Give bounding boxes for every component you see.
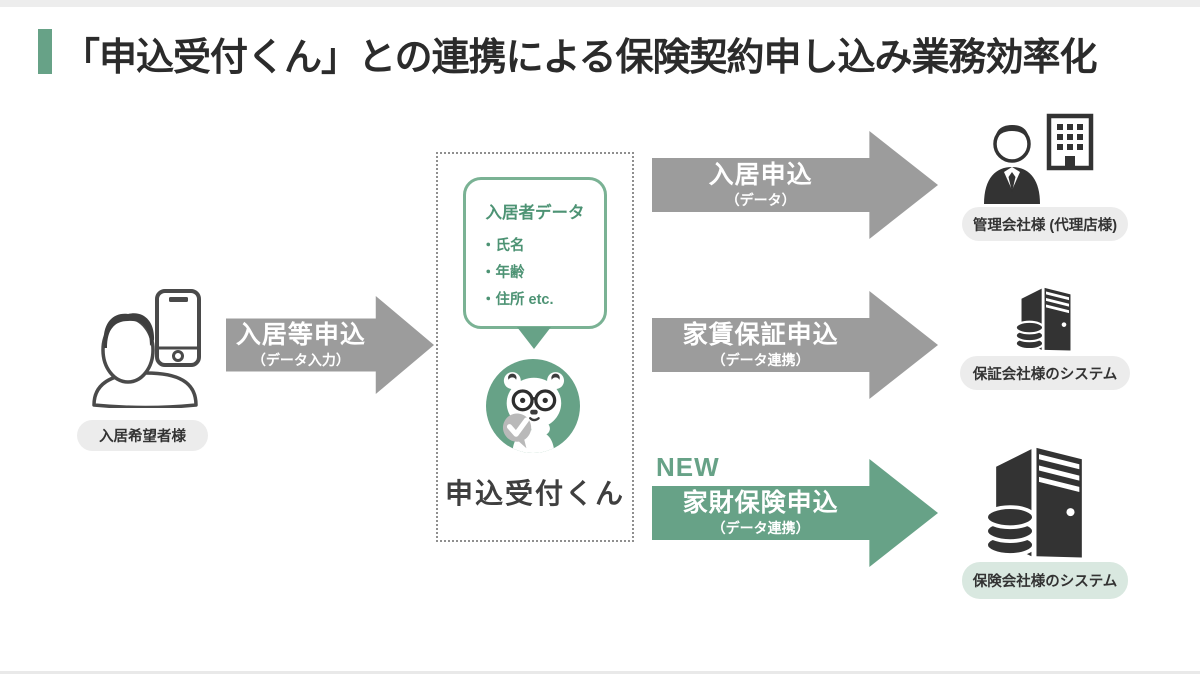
flow-arrow-insurance: 家財保険申込 （データ連携）: [652, 459, 938, 567]
management-company-label: 管理会社様 (代理店様): [972, 217, 1118, 234]
tenant-data-bubble: 入居者データ ・氏名 ・年齢 ・住所 etc.: [463, 177, 607, 329]
management-company-pill: 管理会社様 (代理店様): [962, 207, 1128, 241]
input-arrow-sublabel: （データ入力）: [251, 351, 350, 368]
flow-arrow-rent-guarantee: 家賃保証申込 （データ連携）: [652, 291, 938, 399]
applicant-label: 入居希望者様: [99, 429, 186, 445]
bottom-edge-strip: [0, 671, 1200, 674]
applicant-label-pill: 入居希望者様: [77, 420, 208, 451]
tenant-data-item: ・年齢: [481, 264, 525, 281]
flow-rent-guarantee-sublabel: （データ連携）: [711, 351, 810, 368]
flow-insurance-sublabel: （データ連携）: [711, 519, 810, 536]
person-with-phone-icon: [92, 289, 201, 408]
flow-insurance-label: 家財保険申込: [682, 489, 839, 518]
title-accent-bar: [38, 29, 52, 74]
input-arrow: 入居等申込 （データ入力）: [226, 296, 434, 394]
guarantee-company-pill: 保証会社様のシステム: [960, 356, 1130, 390]
page-title: 「申込受付くん」との連携による保険契約申し込み業務効率化: [62, 37, 1097, 79]
guarantee-company-label: 保証会社様のシステム: [972, 366, 1118, 383]
tenant-data-item: ・氏名: [481, 238, 525, 254]
flow-rent-guarantee-label: 家賃保証申込: [682, 321, 839, 350]
top-edge-strip: [0, 0, 1200, 7]
insurance-company-pill: 保険会社様のシステム: [962, 562, 1128, 599]
server-database-icon: [1014, 287, 1071, 351]
flow-move-in-label: 入居申込: [708, 161, 813, 190]
input-arrow-label: 入居等申込: [235, 321, 366, 350]
flow-move-in-sublabel: （データ）: [725, 191, 796, 208]
server-database-icon: [984, 447, 1082, 558]
tenant-data-item: ・住所 etc.: [481, 291, 554, 308]
bear-mascot-icon: [486, 359, 580, 453]
bubble-tail: [517, 327, 551, 349]
agent-and-building-icon: [984, 113, 1094, 204]
insurance-company-label: 保険会社様のシステム: [972, 574, 1118, 590]
flow-arrow-move-in: 入居申込 （データ）: [652, 131, 938, 239]
new-badge: NEW: [656, 452, 720, 482]
tenant-data-title: 入居者データ: [485, 204, 585, 222]
mascot-label: 申込受付くん: [444, 478, 625, 509]
